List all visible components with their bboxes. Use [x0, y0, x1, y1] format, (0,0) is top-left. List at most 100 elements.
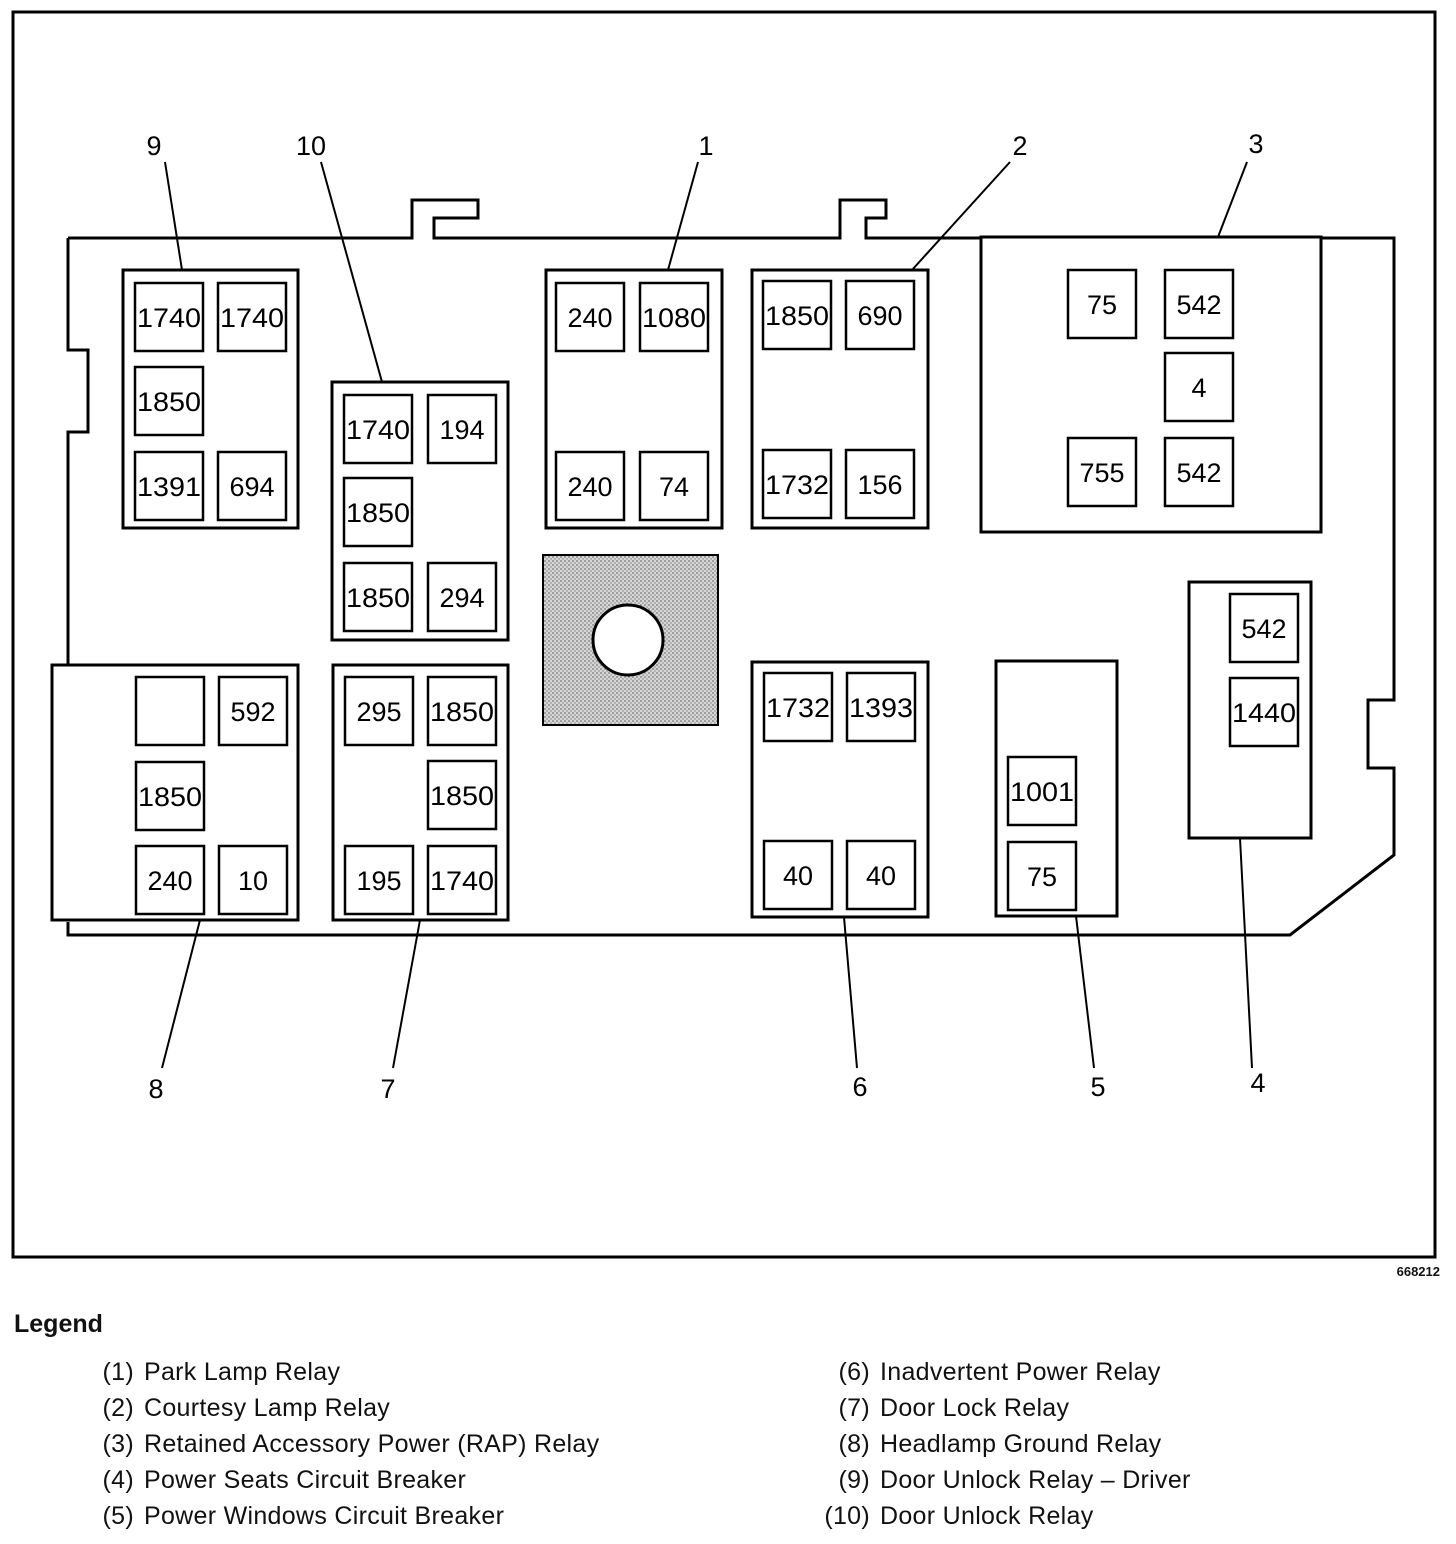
legend-number: (1) [102, 1358, 134, 1386]
circuit-number: 40 [866, 861, 896, 891]
circuit-number: 74 [659, 472, 689, 502]
terminal-cavity [1228, 592, 1300, 664]
circuit-number: 542 [1176, 290, 1221, 320]
terminal-cavity [133, 450, 205, 522]
legend-item: (1) Park Lamp Relay [70, 1358, 599, 1394]
terminal-cavity [216, 281, 288, 353]
terminal-cavity [844, 279, 916, 351]
leader-line [1075, 915, 1095, 1069]
terminal-cavity [426, 561, 498, 633]
legend-item: (4) Power Seats Circuit Breaker [70, 1466, 599, 1502]
terminal-cavity [1163, 268, 1235, 340]
terminal-cavity [1066, 436, 1138, 508]
terminal-cavity [133, 281, 205, 353]
terminal-cavity [638, 450, 710, 522]
circuit-number: 1001 [1010, 777, 1074, 807]
legend-number: (5) [102, 1502, 134, 1530]
circuit-number: 1732 [765, 470, 829, 500]
legend-title: Legend [14, 1310, 103, 1338]
circuit-number: 194 [439, 415, 484, 445]
mounting-hole [591, 603, 665, 677]
circuit-number: 690 [857, 301, 902, 331]
circuit-number: 240 [567, 472, 612, 502]
housing-outline [66, 198, 1396, 937]
circuit-number: 1850 [138, 782, 202, 812]
circuit-number: 75 [1087, 290, 1117, 320]
legend-item: (3) Retained Accessory Power (RAP) Relay [70, 1430, 600, 1466]
leader-line [667, 161, 699, 271]
circuit-number: 75 [1027, 862, 1057, 892]
terminal-cavity [426, 759, 498, 831]
leader-line [911, 161, 1011, 271]
circuit-number: 1740 [346, 415, 410, 445]
terminal-cavity [1006, 755, 1078, 827]
terminal-cavity [762, 839, 834, 911]
legend-label: Door Unlock Relay [880, 1502, 1094, 1530]
circuit-number: 240 [147, 866, 192, 896]
figure-id: 668212 [1396, 1264, 1440, 1279]
terminal-cavity [1163, 436, 1235, 508]
terminal-cavity [134, 844, 206, 916]
circuit-number: 1080 [642, 303, 706, 333]
terminal-cavity [134, 675, 206, 747]
terminal-cavity [761, 279, 833, 351]
legend-item: (8) Headlamp Ground Relay [806, 1430, 1191, 1466]
callout-number: 10 [296, 131, 326, 161]
figure-frame [11, 10, 1437, 1259]
circuit-number: 1850 [137, 387, 201, 417]
legend-label: Door Unlock Relay – Driver [880, 1466, 1191, 1494]
circuit-number: 1732 [766, 693, 830, 723]
legend-number: (9) [838, 1466, 870, 1494]
legend-label: Door Lock Relay [880, 1394, 1070, 1422]
relay-housing [979, 235, 1323, 534]
callout-number: 6 [852, 1072, 867, 1102]
relay-6: 1732 1393 40 40 [750, 660, 930, 919]
terminal-cavity [342, 476, 414, 548]
legend-item: (10) Door Unlock Relay [806, 1502, 1191, 1538]
legend-label: Retained Accessory Power (RAP) Relay [144, 1430, 600, 1458]
circuit-number: 1850 [346, 583, 410, 613]
legend-number: (8) [838, 1430, 870, 1458]
legend-column-right: (6) Inadvertent Power Relay (7) Door Loc… [806, 1358, 1191, 1538]
legend-number: (3) [102, 1430, 134, 1458]
legend-number: (10) [824, 1502, 870, 1530]
terminal-cavity [1006, 840, 1078, 912]
circuit-number: 1391 [137, 472, 201, 502]
leader-line [161, 919, 201, 1069]
terminal-cavity [426, 675, 498, 747]
legend-label: Headlamp Ground Relay [880, 1430, 1162, 1458]
callout-number: 9 [146, 131, 161, 161]
circuit-number: 1850 [765, 301, 829, 331]
terminal-cavity [845, 839, 917, 911]
callout-number: 4 [1250, 1068, 1265, 1098]
circuit-number: 40 [783, 861, 813, 891]
legend-number: (2) [102, 1394, 134, 1422]
circuit-number: 1850 [346, 498, 410, 528]
legend-item: (2) Courtesy Lamp Relay [70, 1394, 599, 1430]
legend-item: (6) Inadvertent Power Relay [806, 1358, 1191, 1394]
relay-5: 1001 75 [994, 659, 1119, 918]
terminal-cavity [1228, 676, 1300, 748]
callout-number: 8 [148, 1074, 163, 1104]
relay-2: 1850 690 1732 156 [750, 268, 930, 530]
circuit-number: 156 [857, 470, 902, 500]
circuit-number: 1850 [430, 697, 494, 727]
legend-number: (4) [102, 1466, 134, 1494]
circuit-number: 755 [1079, 458, 1124, 488]
legend-label: Power Seats Circuit Breaker [144, 1466, 467, 1494]
terminal-cavity [343, 844, 415, 916]
terminal-cavity [343, 675, 415, 747]
terminal-cavity [134, 760, 206, 832]
circuit-number: 1740 [220, 303, 284, 333]
terminal-cavity [217, 844, 289, 916]
legend-label: Park Lamp Relay [144, 1358, 341, 1386]
circuit-number: 1393 [849, 693, 913, 723]
circuit-number: 542 [1176, 458, 1221, 488]
callout-number: 2 [1012, 131, 1027, 161]
leader-line [1217, 161, 1248, 238]
